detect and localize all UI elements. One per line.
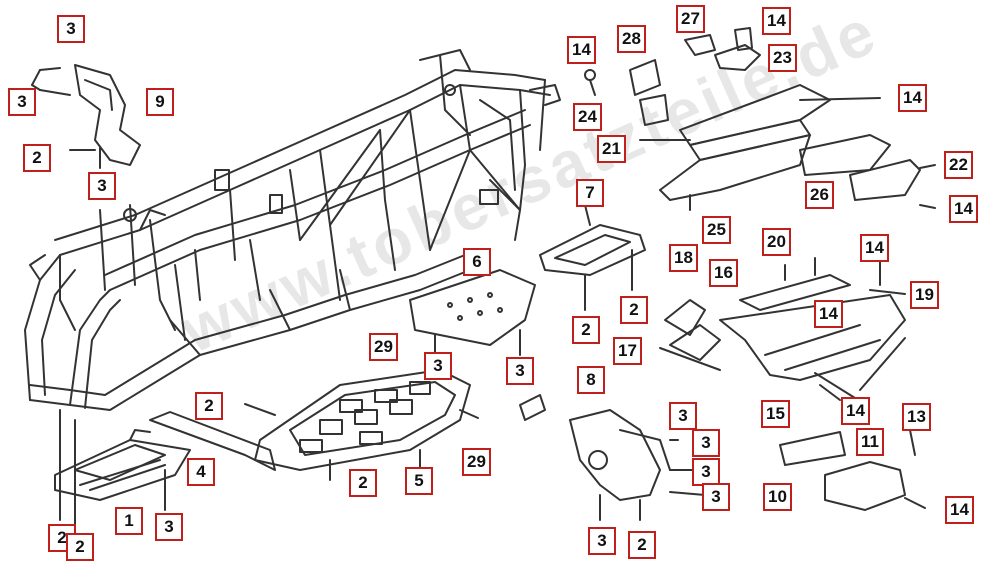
callout-2: 2 bbox=[349, 469, 377, 497]
callout-16: 16 bbox=[709, 259, 738, 287]
callout-14: 14 bbox=[860, 234, 889, 262]
callout-3: 3 bbox=[424, 352, 452, 380]
callout-9: 9 bbox=[146, 88, 174, 116]
callout-2: 2 bbox=[66, 533, 94, 561]
callout-14: 14 bbox=[898, 84, 927, 112]
callout-23: 23 bbox=[768, 44, 797, 72]
part-5-skid-plate bbox=[149, 369, 479, 481]
callout-3: 3 bbox=[88, 172, 116, 200]
callout-4: 4 bbox=[187, 458, 215, 486]
callout-3: 3 bbox=[8, 88, 36, 116]
callout-26: 26 bbox=[805, 181, 834, 209]
part-1-skid-plate bbox=[54, 409, 191, 531]
callout-2: 2 bbox=[620, 296, 648, 324]
callout-25: 25 bbox=[702, 216, 731, 244]
part-21-plate bbox=[639, 84, 881, 211]
callout-3: 3 bbox=[669, 402, 697, 430]
callout-14: 14 bbox=[949, 195, 978, 223]
callout-22: 22 bbox=[944, 151, 973, 179]
part-8-rear-bracket bbox=[519, 394, 706, 521]
callout-3: 3 bbox=[702, 483, 730, 511]
callout-3: 3 bbox=[506, 357, 534, 385]
callout-2: 2 bbox=[572, 316, 600, 344]
callout-19: 19 bbox=[910, 281, 939, 309]
callout-3: 3 bbox=[588, 527, 616, 555]
callout-14: 14 bbox=[841, 397, 870, 425]
callout-21: 21 bbox=[597, 135, 626, 163]
callout-2: 2 bbox=[628, 531, 656, 559]
callout-2: 2 bbox=[195, 392, 223, 420]
callout-14: 14 bbox=[567, 36, 596, 64]
callout-2: 2 bbox=[23, 144, 51, 172]
part-9-bracket bbox=[31, 64, 141, 169]
callout-1: 1 bbox=[115, 507, 143, 535]
atv-frame bbox=[24, 49, 561, 411]
callout-18: 18 bbox=[669, 244, 698, 272]
callout-17: 17 bbox=[613, 337, 642, 365]
parts-top-brackets bbox=[584, 27, 761, 126]
callout-14: 14 bbox=[945, 496, 974, 524]
callout-24: 24 bbox=[573, 103, 602, 131]
callout-7: 7 bbox=[576, 179, 604, 207]
callout-14: 14 bbox=[814, 300, 843, 328]
part-15-side-guard bbox=[719, 257, 906, 401]
callout-6: 6 bbox=[463, 248, 491, 276]
parts-11-10-13 bbox=[779, 429, 926, 511]
callout-14: 14 bbox=[762, 7, 791, 35]
callout-20: 20 bbox=[762, 228, 791, 256]
part-7-plate bbox=[539, 204, 646, 311]
callout-13: 13 bbox=[902, 403, 931, 431]
callout-29: 29 bbox=[369, 333, 398, 361]
callout-10: 10 bbox=[763, 483, 792, 511]
callout-3: 3 bbox=[692, 429, 720, 457]
callout-15: 15 bbox=[761, 400, 790, 428]
callout-5: 5 bbox=[405, 467, 433, 495]
parts-18-17 bbox=[659, 299, 721, 371]
callout-3: 3 bbox=[155, 513, 183, 541]
parts-side-panels bbox=[799, 134, 936, 209]
callout-11: 11 bbox=[856, 428, 884, 456]
callout-28: 28 bbox=[617, 25, 646, 53]
callout-27: 27 bbox=[676, 5, 705, 33]
callout-29: 29 bbox=[462, 448, 491, 476]
callout-3: 3 bbox=[692, 458, 720, 486]
callout-3: 3 bbox=[57, 15, 85, 43]
callout-8: 8 bbox=[577, 366, 605, 394]
